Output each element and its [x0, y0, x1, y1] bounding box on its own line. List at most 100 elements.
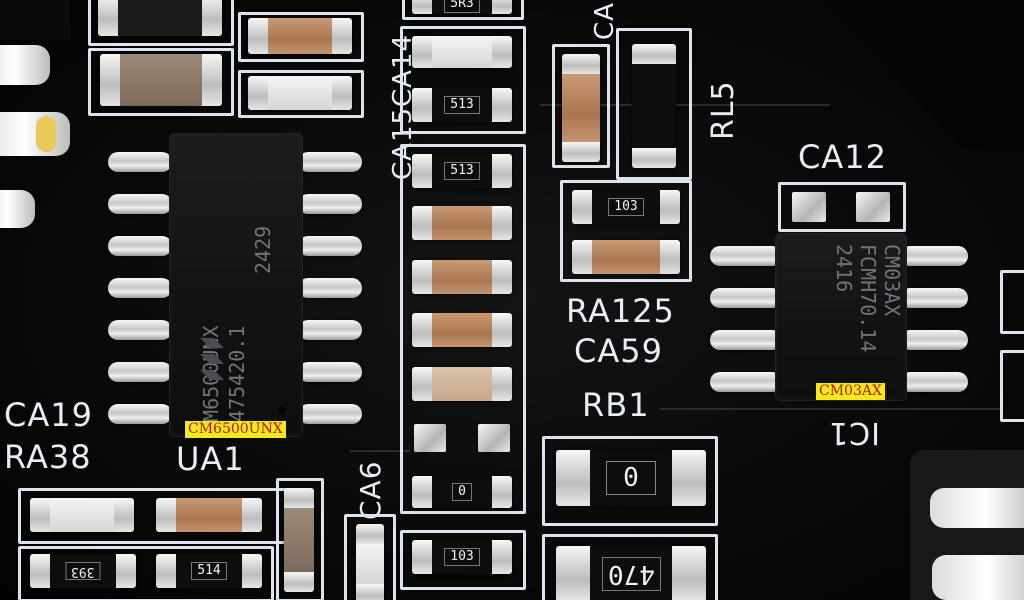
- capacitor: [248, 18, 352, 54]
- lead-left-2: [0, 112, 70, 156]
- resistor-vertical: [632, 44, 676, 168]
- chip-pin: [298, 194, 362, 214]
- outline-column: [400, 144, 526, 514]
- resistor: 514: [156, 554, 262, 588]
- pin1-dot: [278, 406, 286, 414]
- outline: [560, 180, 692, 282]
- chip-ua1: CM6500UNX 7475420.1 2429: [170, 134, 302, 436]
- chip-pin: [298, 278, 362, 298]
- chip-pin: [900, 246, 968, 266]
- trace: [350, 450, 410, 452]
- outline-partial: [1000, 350, 1024, 422]
- label-rl5: RL5: [706, 80, 741, 140]
- resistor: 513: [412, 88, 512, 122]
- chip-pin: [710, 288, 782, 308]
- chip-pin: [108, 236, 172, 256]
- chip-pin: [298, 404, 362, 424]
- chip-marking: CM03AX FCMH70.14 2416: [832, 244, 904, 352]
- manufacturer-logo: [200, 338, 224, 380]
- resistor: 103: [412, 540, 512, 574]
- outline-column: [400, 26, 526, 134]
- left-lead-dark: [0, 0, 70, 40]
- chip-pin: [108, 152, 172, 172]
- label-ra38: RA38: [4, 438, 92, 476]
- capacitor: [412, 260, 512, 294]
- chip-pin: [900, 288, 968, 308]
- pad: [792, 192, 826, 222]
- chip-pin: [900, 372, 968, 392]
- outline: [542, 534, 718, 600]
- marking-line-2: FCMH70.14: [856, 244, 880, 353]
- chip-pin: [710, 372, 782, 392]
- capacitor: [248, 76, 352, 110]
- outline: [88, 48, 234, 116]
- lead-left-1: [0, 45, 50, 85]
- capacitor: [98, 0, 222, 36]
- capacitor: [100, 54, 222, 106]
- outline: [238, 70, 364, 118]
- chip-pin: [900, 330, 968, 350]
- capacitor: [30, 498, 134, 532]
- outline: [778, 182, 906, 232]
- chip-highlight-ua1: CM6500UNX: [185, 421, 286, 438]
- pad: [478, 424, 510, 452]
- marking-line-1: CM03AX: [880, 244, 904, 317]
- capacitor-vertical: [356, 524, 384, 600]
- lead-right-bottom-2: [932, 555, 1024, 600]
- marking-line-3: 2416: [832, 244, 856, 293]
- outline-top-left: [88, 0, 234, 46]
- outline: [402, 0, 524, 20]
- resistor: 103: [572, 190, 680, 224]
- capacitor: [412, 367, 512, 401]
- dark-component-top-right: [820, 0, 1024, 150]
- marking-line-2: 7475420.1: [225, 325, 249, 434]
- capacitor: [412, 36, 512, 68]
- chip-pin: [298, 236, 362, 256]
- resistor-large: 470: [556, 546, 706, 600]
- label-ca12: CA12: [798, 138, 887, 176]
- resistor-code: 514: [191, 562, 227, 580]
- chip-pin: [298, 152, 362, 172]
- chip-highlight-ic1: CM03AX: [816, 383, 885, 400]
- chip-pin: [108, 194, 172, 214]
- outline: [238, 12, 364, 62]
- label-ca6: CA6: [354, 460, 387, 520]
- marking-line-1: CM6500UNX: [198, 226, 224, 434]
- resistor: 393: [30, 554, 136, 588]
- resistor-code: 5R3: [444, 0, 480, 13]
- chip-pin: [298, 362, 362, 382]
- resistor-code: 470: [601, 557, 661, 591]
- chip-pin: [108, 320, 172, 340]
- resistor-code: 103: [608, 198, 644, 216]
- chip-pin: [108, 404, 172, 424]
- capacitor: [412, 206, 512, 240]
- resistor: 5R3: [412, 0, 512, 14]
- trace: [540, 104, 830, 106]
- label-ca19: CA19: [4, 396, 93, 434]
- chip-ic1: CM03AX FCMH70.14 2416: [776, 234, 906, 400]
- lead-right-bottom-1: [930, 488, 1024, 528]
- chip-pin: [108, 362, 172, 382]
- chip-pin: [108, 278, 172, 298]
- outline: [542, 436, 718, 526]
- capacitor: [572, 240, 680, 274]
- capacitor-vertical: [562, 54, 600, 162]
- chip-pin: [710, 330, 782, 350]
- outline: [400, 530, 526, 590]
- outline: [552, 44, 610, 168]
- outline: [616, 28, 692, 180]
- resistor-code: 0: [452, 483, 472, 501]
- label-ic1: IC1: [828, 415, 880, 450]
- label-ra125: RA125: [566, 292, 675, 330]
- capacitor: [412, 313, 512, 347]
- lead-left-3: [0, 190, 35, 228]
- label-ua1: UA1: [176, 440, 245, 478]
- chip-marking: CM6500UNX 7475420.1 2429: [198, 226, 276, 434]
- resistor: 0: [412, 476, 512, 508]
- resistor-code: 103: [444, 548, 480, 566]
- marking-line-3: 2429: [251, 225, 275, 274]
- outline: [344, 514, 396, 600]
- resistor-large: 0: [556, 450, 706, 506]
- chip-pin: [710, 246, 782, 266]
